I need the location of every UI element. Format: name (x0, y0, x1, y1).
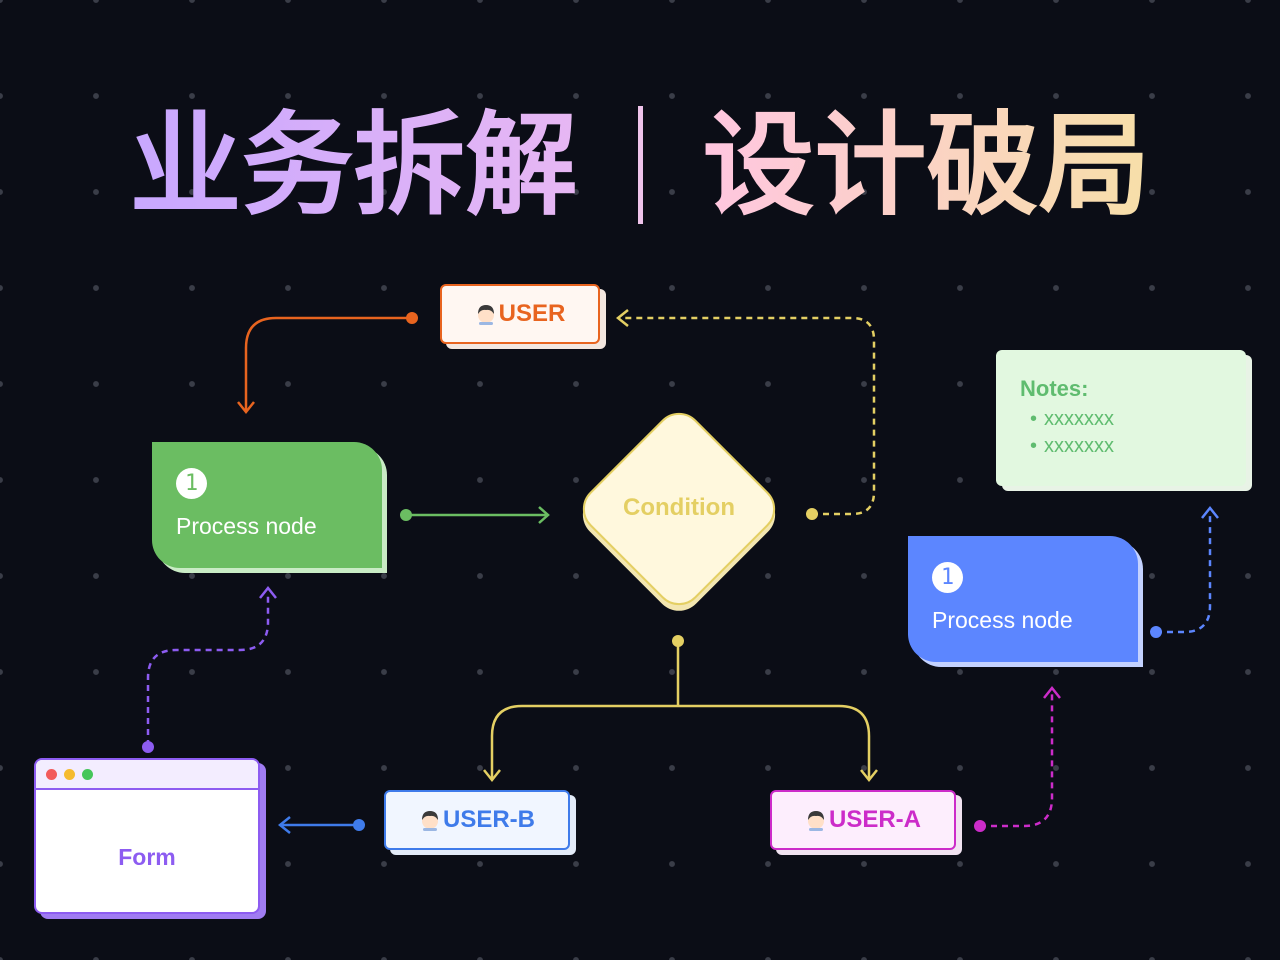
process-label: Process node (176, 513, 317, 539)
title-right: 设计破局 (702, 101, 1151, 231)
connector-process-to-condition (406, 506, 550, 524)
form-window[interactable]: Form (34, 758, 260, 914)
user-avatar-icon (807, 811, 824, 831)
title-left: 业务拆解 (129, 101, 578, 231)
title-divider (637, 106, 643, 225)
connector-dot (1150, 626, 1162, 638)
connector-condition-branches (483, 641, 878, 783)
notes-item: •xxxxxxx (1030, 408, 1114, 430)
bullet-icon: • (1030, 408, 1038, 430)
user-a-node[interactable]: USER-A (770, 790, 956, 850)
connector-form-to-process (146, 585, 277, 746)
headline: 业务拆解设计破局 (0, 96, 1280, 236)
user-a-label: USER-A (828, 806, 921, 833)
window-titlebar (36, 760, 258, 790)
connector-dot (142, 741, 154, 753)
connector-dot (400, 509, 412, 521)
connector-dot (974, 820, 986, 832)
maximize-dot-icon (82, 768, 93, 780)
connector-dot (406, 312, 418, 324)
step-badge: 1 (932, 562, 963, 593)
bullet-icon: • (1030, 435, 1038, 457)
process-label: Process node (932, 607, 1073, 633)
process-node-left[interactable]: 1 Process node (152, 442, 382, 568)
connector-dot (806, 508, 818, 520)
notes-card: Notes: •xxxxxxx •xxxxxxx (996, 350, 1246, 486)
user-b-label: USER-B (442, 806, 535, 833)
user-avatar-icon (477, 305, 494, 325)
connector-process-to-notes (1156, 505, 1219, 634)
minimize-dot-icon (64, 768, 75, 780)
process-node-right[interactable]: 1 Process node (908, 536, 1138, 662)
connector-usera-to-process (980, 685, 1061, 828)
step-badge: 1 (176, 468, 207, 499)
connector-user-to-process (237, 316, 412, 415)
user-label: USER (498, 300, 566, 327)
form-label: Form (118, 844, 176, 870)
close-dot-icon (46, 768, 57, 780)
condition-label: Condition (623, 494, 735, 521)
connector-userb-to-form (277, 816, 358, 834)
connector-condition-to-user (615, 309, 876, 516)
connector-dot (353, 819, 365, 831)
notes-item: •xxxxxxx (1030, 435, 1114, 457)
user-avatar-icon (421, 811, 438, 831)
user-node[interactable]: USER (440, 284, 600, 344)
user-b-node[interactable]: USER-B (384, 790, 570, 850)
notes-title: Notes: (1020, 376, 1089, 401)
connector-dot (672, 635, 684, 647)
